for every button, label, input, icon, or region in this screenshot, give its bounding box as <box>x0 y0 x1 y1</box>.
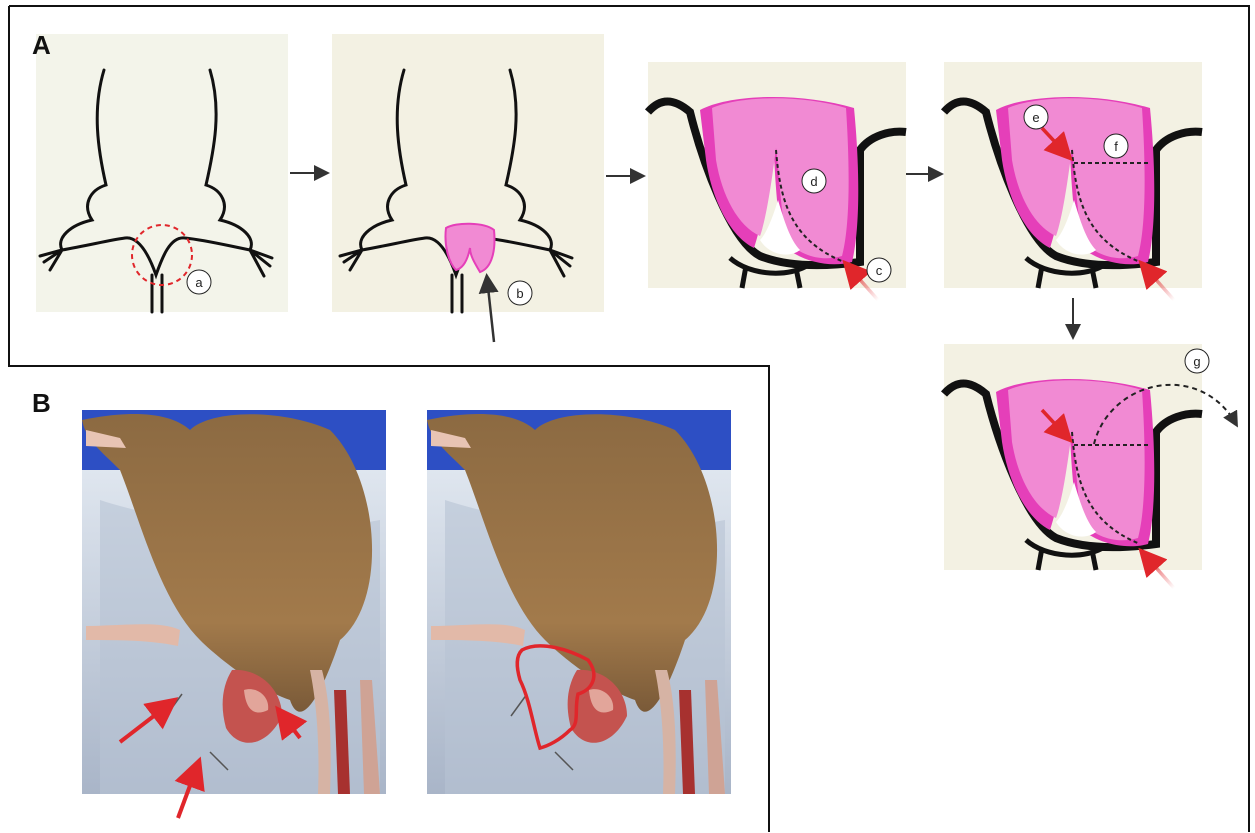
callout-f: f <box>1114 139 1118 154</box>
callout-g: g <box>1193 354 1200 369</box>
photo-b2 <box>427 410 731 794</box>
step-a2-mouse-tissue: b <box>332 34 604 342</box>
step-a4-cuts: e f <box>944 62 1202 300</box>
step-a1-mouse-outline: a <box>36 34 288 312</box>
callout-a: a <box>195 275 203 290</box>
callout-b: b <box>516 286 523 301</box>
panel-label-b: B <box>32 388 51 418</box>
step-a3-incision-line: d c <box>648 62 906 300</box>
photo-b1 <box>82 410 386 818</box>
callout-d: d <box>810 174 817 189</box>
step-a5-flap-removal: g <box>944 344 1236 588</box>
callout-c: c <box>876 263 883 278</box>
callout-e: e <box>1032 110 1039 125</box>
panel-label-a: A <box>32 30 51 60</box>
